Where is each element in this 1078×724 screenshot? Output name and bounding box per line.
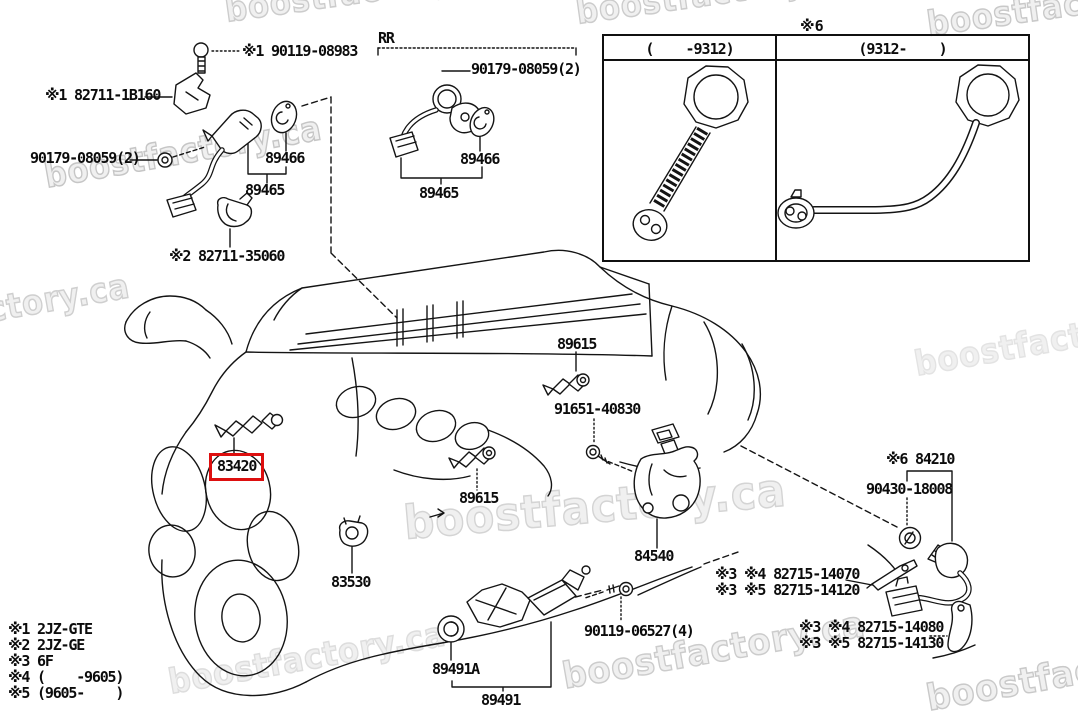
sensor-89615-upper <box>542 373 590 396</box>
label-89491a: 89491A <box>432 660 480 678</box>
variant-table-col-late: (9312- ) <box>858 40 947 58</box>
variant-table: ( -9312) (9312- ) <box>602 34 1030 262</box>
label-89615-lower: 89615 <box>459 489 499 507</box>
label-89466-rr: 89466 <box>460 150 500 168</box>
engine-outline <box>124 249 976 697</box>
label-rr: RR <box>378 29 395 47</box>
label-82715-14070: ※3 ※4 82715-14070 <box>715 565 860 583</box>
legend-note-2: ※2 2JZ-GE <box>8 636 85 654</box>
detail-boundary-dashes <box>301 96 898 603</box>
label-90119-08983: ※1 90119-08983 <box>242 42 358 60</box>
variant-table-divider <box>775 36 777 260</box>
switch-89491-assembly <box>437 565 591 643</box>
label-89465-main: 89465 <box>245 181 285 199</box>
label-84210: ※6 84210 <box>886 450 955 468</box>
rr-sensor-assembly <box>389 84 495 158</box>
table-part-early <box>632 65 749 241</box>
label-89465-rr: 89465 <box>419 184 459 202</box>
label-90179-08059-rr: 90179-08059(2) <box>471 60 582 78</box>
sensor-84210-group <box>885 526 972 617</box>
label-91651-40830: 91651-40830 <box>554 400 641 418</box>
clamp-82715-14070 <box>866 559 918 591</box>
actuator-84540 <box>633 423 701 519</box>
table-part-late <box>777 64 1020 229</box>
label-90430-18008: 90430-18008 <box>866 480 953 498</box>
bracket-82715-14080 <box>947 600 973 653</box>
variant-table-title: ※6 <box>800 17 824 35</box>
label-90119-06527: 90119-06527(4) <box>584 622 695 640</box>
label-89615-upper: 89615 <box>557 335 597 353</box>
label-82715-14080: ※3 ※4 82715-14080 <box>799 618 944 636</box>
sensor-83530 <box>338 515 369 547</box>
leader-lines <box>129 70 953 692</box>
label-89491: 89491 <box>481 691 521 709</box>
label-83420-highlighted: 83420 <box>209 453 265 481</box>
label-90179-08059-main: 90179-08059(2) <box>30 149 141 167</box>
label-82715-14120: ※3 ※5 82715-14120 <box>715 581 860 599</box>
variant-table-header <box>604 36 1028 61</box>
dotted-leaders <box>211 50 948 637</box>
bolt-90119-06527 <box>606 581 634 597</box>
label-82715-14130: ※3 ※5 82715-14130 <box>799 634 944 652</box>
label-82711-35060: ※2 82711-35060 <box>169 247 285 265</box>
legend-note-5: ※5 (9605- ) <box>8 684 124 702</box>
bolt-91651-40830 <box>585 444 611 465</box>
label-83530: 83530 <box>331 573 371 591</box>
legend-note-3: ※3 6F <box>8 652 54 670</box>
legend-note-4: ※4 ( -9605) <box>8 668 124 686</box>
legend-notes: ※1 2JZ-GTE※2 2JZ-GE※3 6F※4 ( -9605)※5 (9… <box>8 620 124 702</box>
cam-sensor-assembly <box>157 42 298 228</box>
label-89466-main: 89466 <box>265 149 305 167</box>
legend-note-1: ※1 2JZ-GTE <box>8 620 93 638</box>
label-82711-1b160: ※1 82711-1B160 <box>45 86 161 104</box>
variant-table-col-early: ( -9312) <box>645 40 734 58</box>
label-84540: 84540 <box>634 547 674 565</box>
sensor-83420 <box>214 412 284 438</box>
sensor-89615-lower <box>448 446 496 469</box>
